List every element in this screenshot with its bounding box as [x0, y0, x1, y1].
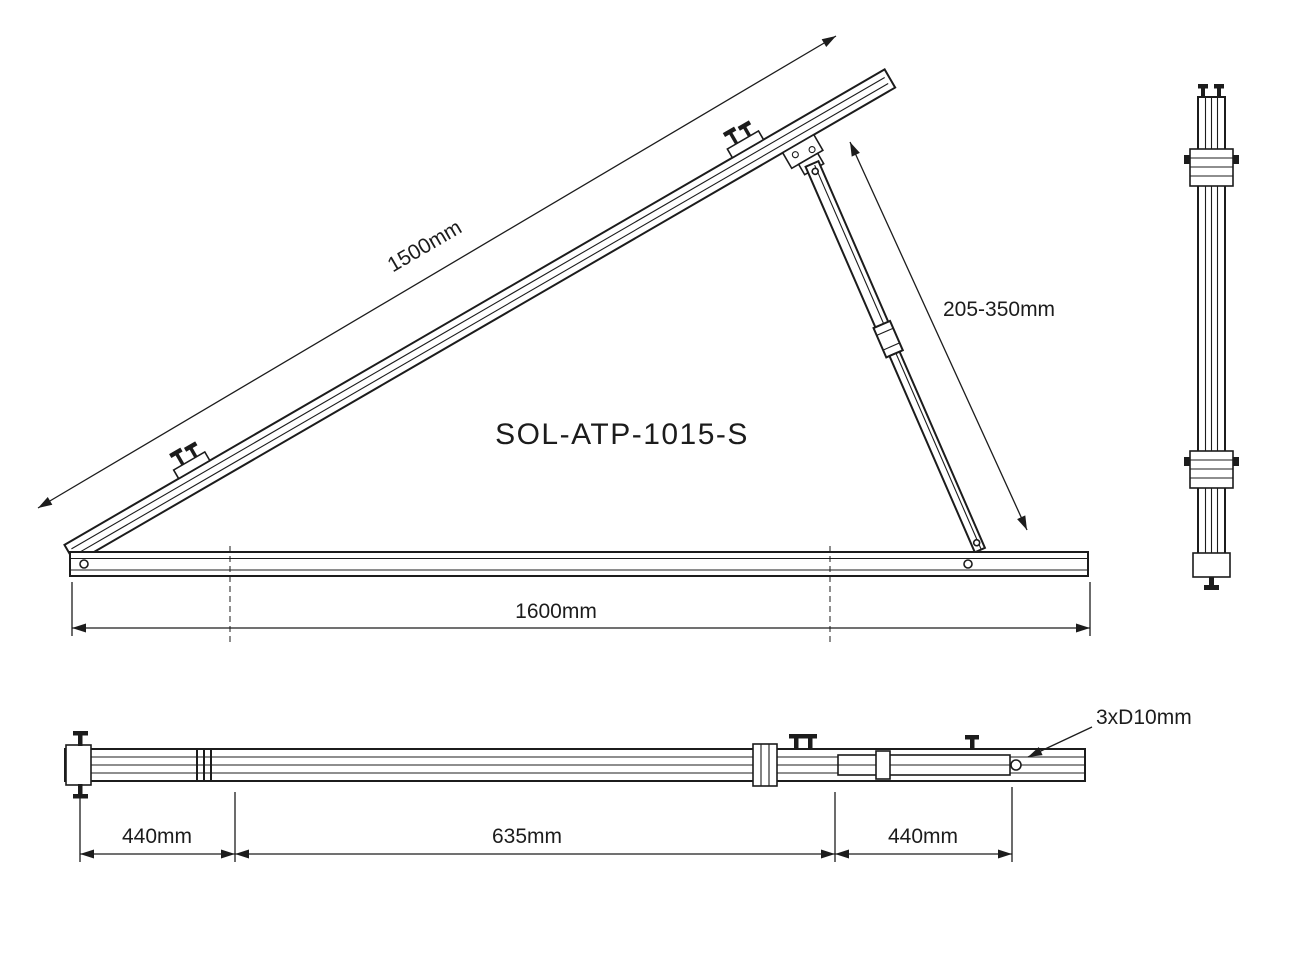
folded-flat-view: 3xD10mm 440mm 635mm 440mm	[64, 706, 1192, 862]
segment-middle-label: 635mm	[492, 825, 562, 848]
folded-clamp	[752, 734, 817, 787]
folded-end-bracket	[65, 731, 92, 799]
side-clamp-top	[1184, 148, 1239, 187]
product-code-label: SOL-ATP-1015-S	[495, 418, 749, 451]
side-profile-view	[1184, 84, 1239, 590]
dimension-strut-range: 205-350mm	[849, 141, 1055, 531]
segment-left-label: 440mm	[122, 825, 192, 848]
rail-length-label: 1500mm	[384, 216, 466, 277]
strut-foot-bolt	[972, 538, 981, 547]
side-top-bolts	[1198, 84, 1224, 99]
strut-range-label: 205-350mm	[943, 298, 1055, 321]
dimension-folded-segments: 440mm 635mm 440mm	[79, 787, 1013, 862]
side-end-fitting	[1192, 552, 1231, 590]
segment-right-label: 440mm	[888, 825, 958, 848]
side-clamp-bottom	[1184, 450, 1239, 489]
mount-hole	[1010, 759, 1022, 771]
rear-pivot-hole	[963, 559, 973, 569]
base-rail	[69, 551, 1089, 577]
front-pivot-hole	[79, 559, 89, 569]
inclined-rail	[63, 68, 897, 565]
base-length-label: 1600mm	[515, 600, 597, 623]
hole-note-label: 3xD10mm	[1096, 706, 1192, 729]
dimension-base-length: 1600mm	[71, 582, 1091, 636]
hole-callout: 3xD10mm	[1027, 706, 1192, 758]
support-strut	[804, 159, 987, 554]
folded-strut-section	[837, 735, 1011, 780]
folded-hinge-joint	[196, 750, 212, 780]
main-assembly-view: 1500mm 205-350mm SOL-ATP-1015-S 1600mm	[37, 35, 1091, 642]
